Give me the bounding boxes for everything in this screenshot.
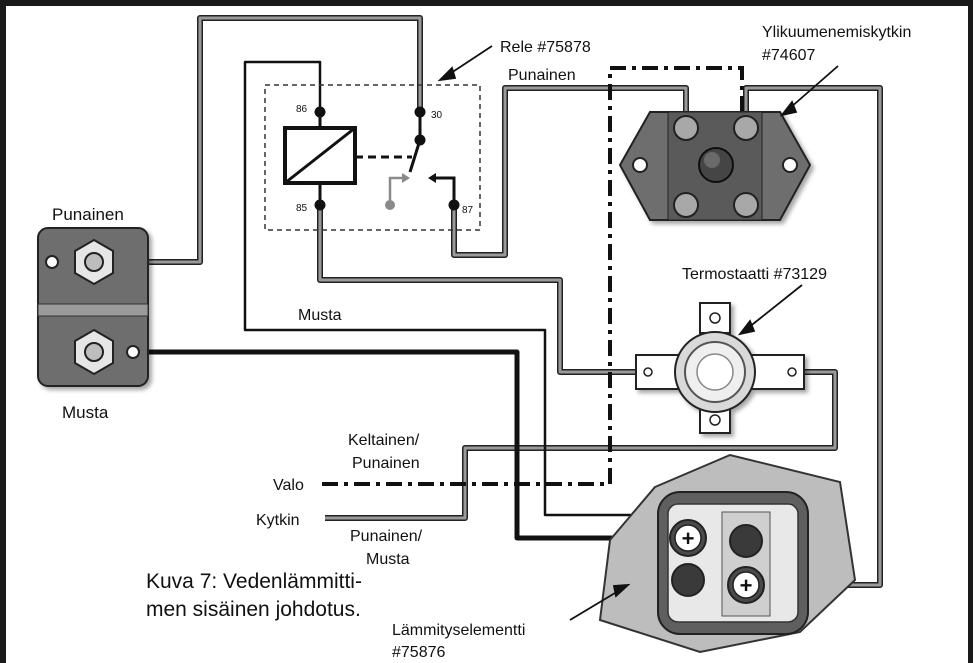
relay-pin-30 [414,106,426,118]
wire-label-switch: Kytkin [256,512,300,529]
thermostat-label: Termostaatti #73129 [682,266,827,283]
terminal-block [37,227,149,387]
relay-nc-terminal [385,200,395,210]
wire-label-black-mid: Musta [298,307,342,324]
wire-label-yellow-red-1: Keltainen/ [348,432,420,449]
wire-label-red-black-1: Punainen/ [350,528,423,545]
relay-pin-86 [314,106,326,118]
leader-arrows [437,45,839,621]
element-terminal-plus-2: + [727,566,765,604]
heating-element-label-line2: #75876 [392,644,445,661]
caption-line-1: Kuva 7: Vedenlämmitti- [146,570,362,593]
pin-87-label: 87 [462,205,474,216]
terminal-top-label: Punainen [52,205,124,224]
wire-label-red-black-2: Musta [366,551,410,568]
relay-label: Rele #75878 [500,39,591,56]
wire-label-yellow-red-2: Punainen [352,455,420,472]
element-terminal-dark-2 [729,524,763,558]
heating-element-75876: + + [598,453,857,654]
black-wires [135,60,665,541]
pin-85-label: 85 [296,203,308,214]
terminal-top-nut [74,238,114,286]
relay-75878: 86 85 30 87 [264,84,481,231]
figure-caption: Kuva 7: Vedenlämmitti- men sisäinen johd… [146,568,386,624]
light-wire-dashdot [322,66,744,486]
overtemp-switch-74607 [618,111,812,221]
relay-pin-30-contact [414,134,426,146]
element-terminal-dark-1 [671,563,705,597]
svg-text:+: + [740,573,753,598]
svg-text:+: + [682,526,695,551]
relay-pin-87 [448,199,460,211]
wire-label-light: Valo [273,477,304,494]
pin-86-label: 86 [296,104,308,115]
element-terminal-plus-1: + [669,519,707,557]
relay-pin-85 [314,199,326,211]
wire-label-red-top: Punainen [508,67,576,84]
caption-line-2: men sisäinen johdotus. [146,598,361,621]
pin-30-label: 30 [431,110,443,121]
terminal-bottom-nut [74,328,114,376]
relay-switch-arm [408,139,422,173]
relay-coil-diagonal [284,126,356,185]
overtemp-switch-label-line2: #74607 [762,47,815,64]
thermostat-73129 [635,302,805,434]
heating-element-label-line1: Lämmityselementti [392,622,525,639]
terminal-bottom-label: Musta [62,403,109,422]
overtemp-switch-label-line1: Ylikuumenemiskytkin [762,24,911,41]
